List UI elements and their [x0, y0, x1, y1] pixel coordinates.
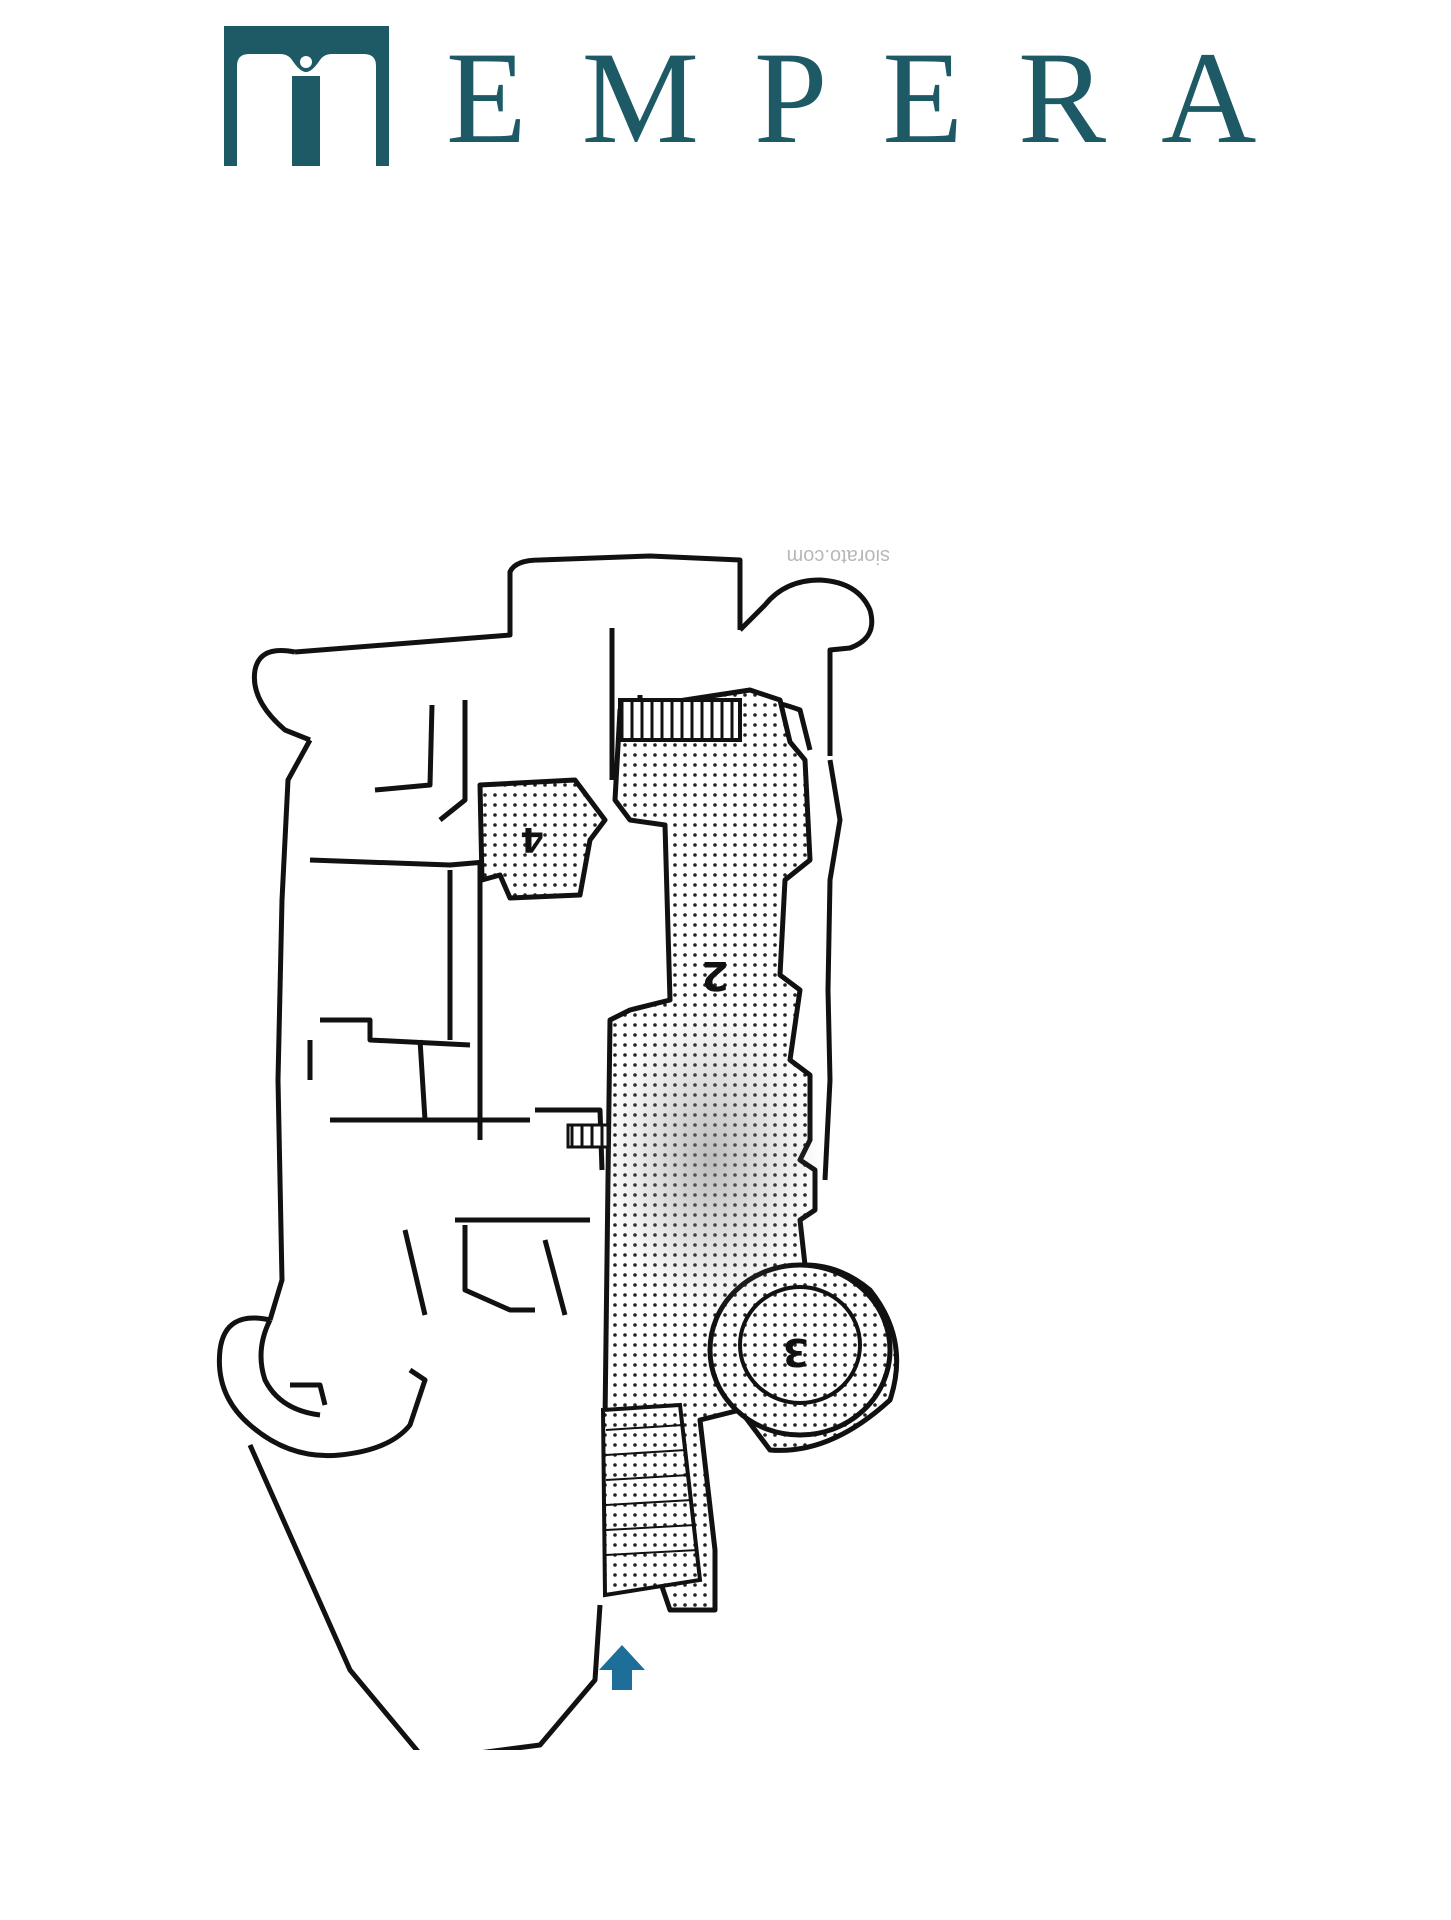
south-stairs	[600, 1402, 703, 1598]
room-label-2: 2	[701, 952, 729, 998]
north-wall	[294, 553, 743, 655]
highlight-room-4	[477, 777, 608, 901]
northeast-tower	[738, 577, 875, 756]
room-label-4: 4	[520, 819, 544, 859]
east-wall	[822, 759, 843, 1181]
south-courtyard	[247, 1443, 603, 1750]
brand-logo: EMPERA	[224, 26, 1256, 166]
west-wall	[267, 738, 313, 1321]
watermark-text: siorato.com	[787, 545, 890, 567]
north-stairs	[618, 698, 742, 742]
arch-columns-icon	[224, 26, 389, 166]
entrance-arrow-icon	[599, 1645, 645, 1690]
room-label-3: 3	[783, 1330, 809, 1374]
northwest-tower	[251, 648, 311, 743]
brand-wordmark: EMPERA	[446, 24, 1312, 171]
floor-plan: siorato.com	[216, 545, 900, 1750]
